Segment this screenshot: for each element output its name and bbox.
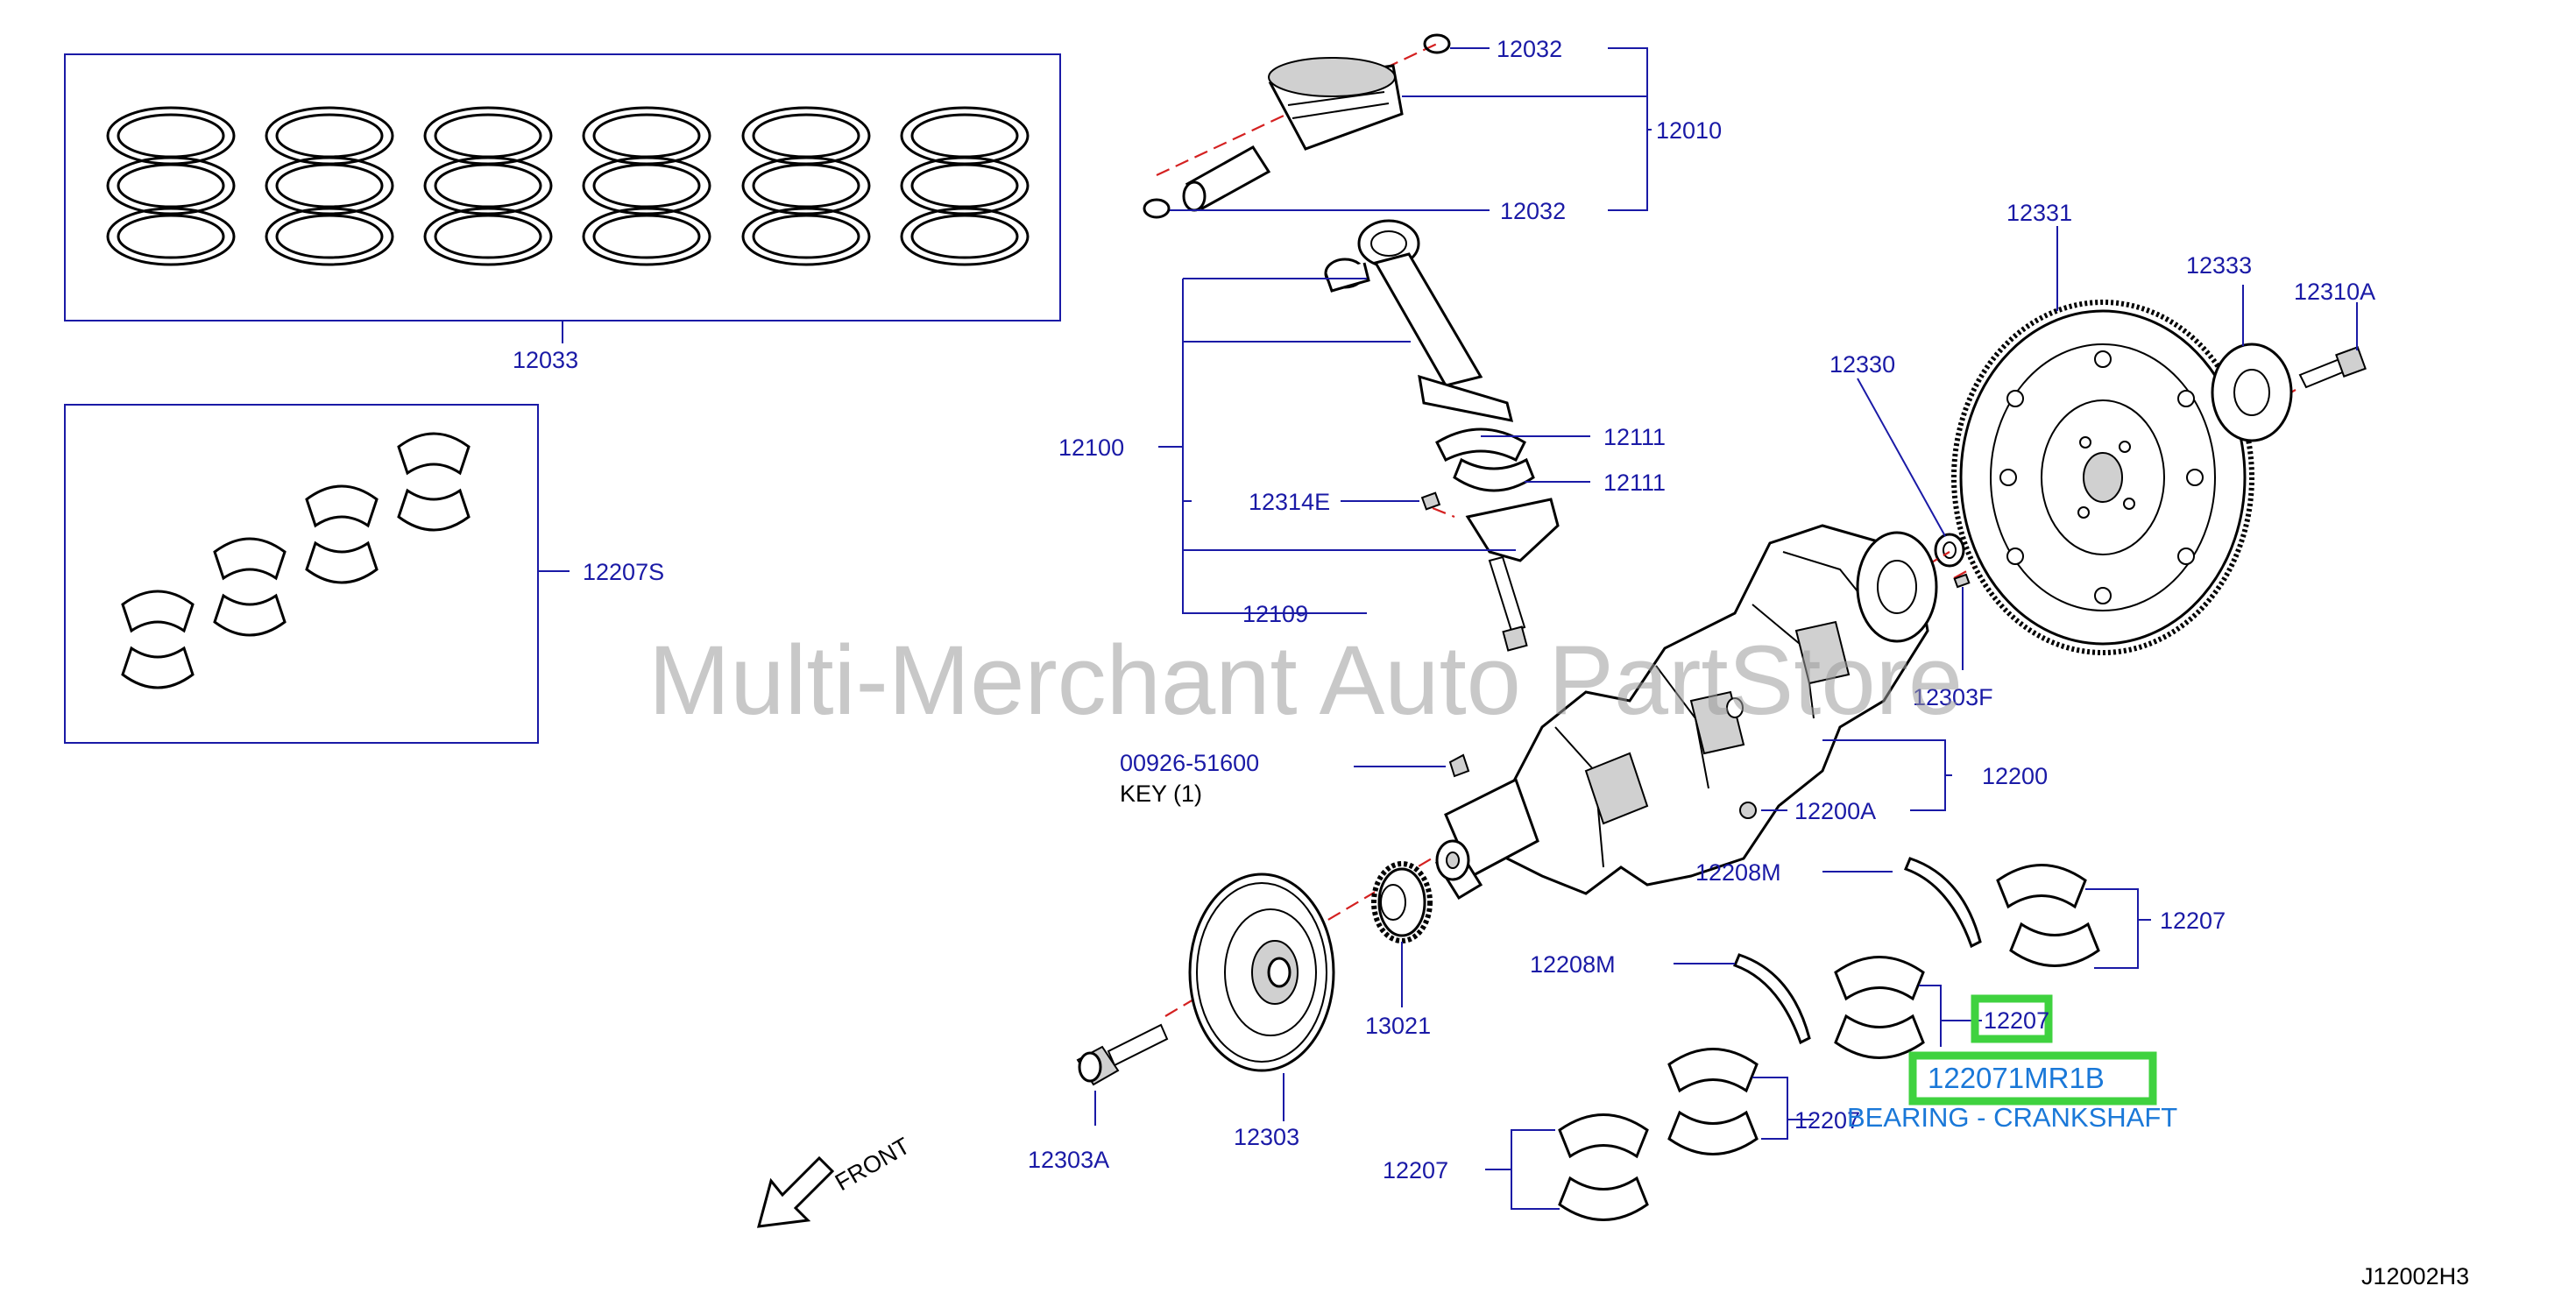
conrod-bearing-set-box: 12207S xyxy=(64,404,664,744)
callout-12314E[interactable]: 12314E xyxy=(1249,489,1330,515)
main-bearing-pair-4: 12207 xyxy=(1383,1113,1649,1221)
conrod-dowel xyxy=(1420,491,1455,519)
crank-pulley-bolt: 12303A xyxy=(1028,1023,1169,1173)
woodruff-key xyxy=(1448,753,1470,778)
flywheel-reinforcement-plate xyxy=(2211,343,2293,442)
piston-ring-set xyxy=(106,106,1030,266)
front-direction-indicator: FRONT xyxy=(756,1133,915,1228)
crank-plug-12200A xyxy=(1739,802,1757,819)
conrod-cap xyxy=(1465,498,1560,562)
callout-12032-bottom[interactable]: 12032 xyxy=(1500,198,1566,224)
piston xyxy=(1268,57,1404,151)
piston-assembly: 12032 12010 12032 xyxy=(1143,33,1722,224)
piston-ring-set-box: 12033 xyxy=(64,53,1061,373)
highlight-description: BEARING - CRANKSHAFT xyxy=(1847,1102,2177,1133)
callout-12333[interactable]: 12333 xyxy=(2186,252,2252,279)
thrust-washer-lower: 12208M xyxy=(1530,951,1811,1045)
callout-12303F[interactable]: 12303F xyxy=(1913,684,1993,710)
key-quantity: KEY (1) xyxy=(1120,781,1202,807)
callout-12303A[interactable]: 12303A xyxy=(1028,1147,1109,1173)
flywheel-assembly: 12331 12333 12310A 12330 12303F xyxy=(1829,200,2375,710)
pilot-bushing xyxy=(1934,533,1965,568)
connecting-rod xyxy=(1357,219,1514,422)
front-arrow-icon xyxy=(756,1155,835,1228)
flywheel-bolt xyxy=(2298,346,2367,389)
callout-12109[interactable]: 12109 xyxy=(1242,601,1308,627)
watermark: Multi-Merchant Auto PartStore xyxy=(648,625,1963,735)
snap-ring-top xyxy=(1423,33,1451,54)
callout-12111-lower[interactable]: 12111 xyxy=(1603,470,1666,496)
front-label: FRONT xyxy=(831,1133,915,1196)
small-end-bushing xyxy=(1324,258,1370,293)
callout-12331[interactable]: 12331 xyxy=(2006,200,2072,226)
conrod-bearing-lower xyxy=(1453,457,1535,492)
callout-12208M-upper[interactable]: 12208M xyxy=(1695,859,1781,886)
main-bearing-pair-1: 12207 xyxy=(1996,864,2226,969)
crankshaft xyxy=(1164,524,1950,1017)
callout-12303[interactable]: 12303 xyxy=(1234,1124,1299,1150)
main-bearing-pair-2 xyxy=(1834,956,1982,1059)
highlight-box-part-number[interactable] xyxy=(1908,1051,2157,1106)
callout-12330[interactable]: 12330 xyxy=(1829,351,1895,378)
callout-12200[interactable]: 12200 xyxy=(1982,763,2048,789)
callout-12010[interactable]: 12010 xyxy=(1656,117,1722,144)
callout-12207-pair1[interactable]: 12207 xyxy=(2160,908,2226,934)
crank-sprocket: 13021 xyxy=(1365,861,1433,1039)
diagram-code: J12002H3 xyxy=(2361,1263,2469,1289)
callout-12033[interactable]: 12033 xyxy=(513,347,578,373)
callout-12207-pair4[interactable]: 12207 xyxy=(1383,1157,1448,1183)
callout-12200A[interactable]: 12200A xyxy=(1794,798,1876,824)
main-bearing-pair-3: 12207 xyxy=(1667,1048,1860,1155)
callout-12310A[interactable]: 12310A xyxy=(2294,279,2375,305)
highlighted-part[interactable]: 12207 122071MR1B BEARING - CRANKSHAFT xyxy=(1847,994,2177,1133)
dowel-pin-12303F xyxy=(1953,573,1971,589)
callout-00926-51600[interactable]: 00926-51600 xyxy=(1120,750,1259,776)
callout-12111-upper[interactable]: 12111 xyxy=(1603,424,1666,450)
callout-12032-top[interactable]: 12032 xyxy=(1497,36,1562,62)
flywheel xyxy=(1951,300,2254,655)
crank-pulley: 12303 xyxy=(1188,873,1335,1150)
callout-12207-highlighted[interactable]: 12207 xyxy=(1984,1007,2049,1034)
highlight-part-number[interactable]: 122071MR1B xyxy=(1928,1062,2105,1094)
callout-13021[interactable]: 13021 xyxy=(1365,1013,1431,1039)
snap-ring-bottom xyxy=(1143,198,1171,219)
callout-12207-pair3[interactable]: 12207 xyxy=(1794,1107,1860,1134)
callout-12208M-lower[interactable]: 12208M xyxy=(1530,951,1616,978)
piston-pin xyxy=(1182,145,1271,212)
connecting-rod-assembly: 12100 12111 12111 12314E 12109 xyxy=(1058,219,1666,652)
callout-12100[interactable]: 12100 xyxy=(1058,435,1124,461)
highlight-box-callout[interactable] xyxy=(1971,994,2053,1043)
conrod-bolt xyxy=(1488,555,1528,652)
thrust-washer-upper: 12208M xyxy=(1695,857,1982,949)
conrod-bearing-upper xyxy=(1435,427,1526,463)
conrod-bearing-set xyxy=(121,432,471,689)
callout-12207S[interactable]: 12207S xyxy=(583,559,664,585)
